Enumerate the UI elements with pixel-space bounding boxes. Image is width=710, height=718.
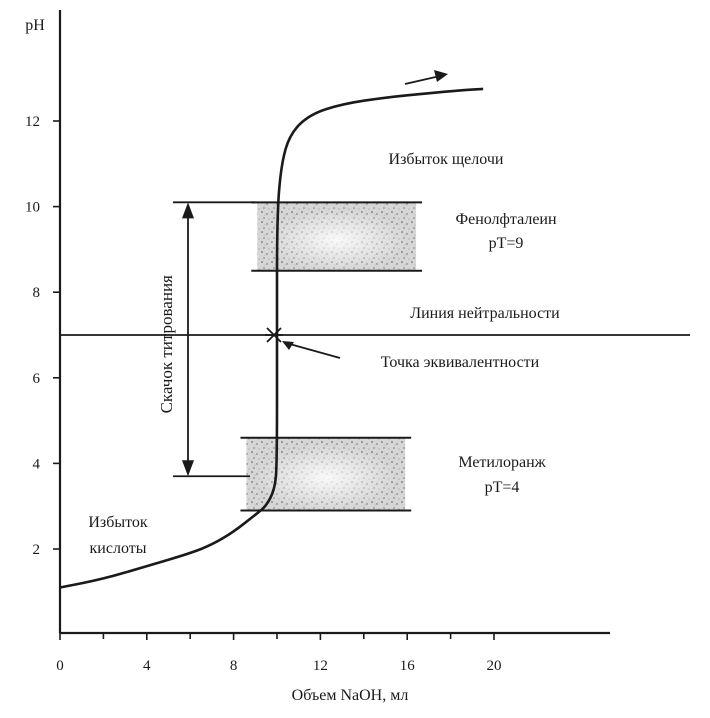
y-axis-title: pH — [25, 17, 45, 34]
x-tick-label-12: 12 — [313, 658, 328, 674]
direction-arrow-head — [434, 70, 448, 82]
x-tick-label-20: 20 — [487, 658, 502, 674]
methyl-orange-label: Метилоранж — [458, 454, 546, 471]
indicator-band-highlight-1 — [246, 437, 406, 511]
direction-arrow-shaft — [404, 75, 441, 85]
phenolphthalein-label: Фенолфталеин — [455, 211, 557, 228]
jump-arrow-head-top — [182, 202, 194, 219]
phenolphthalein-pt-label: pT=9 — [489, 235, 524, 252]
excess-acid-label-line2: кислоты — [90, 540, 147, 557]
titration-curve — [59, 87, 484, 589]
equivalence-point-label: Точка эквивалентности — [381, 354, 540, 371]
y-tick-label-2: 2 — [33, 542, 41, 558]
indicator-band-highlight-0 — [257, 202, 417, 271]
x-tick-label-8: 8 — [230, 658, 238, 674]
y-tick-label-6: 6 — [33, 371, 41, 387]
x-axis-title: Объем NaOH, мл — [292, 687, 409, 704]
equivalence-pointer-line — [285, 342, 341, 359]
jump-arrow-head-bottom — [182, 460, 194, 477]
x-tick-label-16: 16 — [400, 658, 416, 674]
equivalence-point-marker — [265, 327, 283, 343]
y-tick-label-8: 8 — [33, 285, 41, 301]
y-tick-label-10: 10 — [25, 200, 40, 216]
x-tick-label-0: 0 — [56, 658, 64, 674]
x-tick-label-4: 4 — [143, 658, 151, 674]
y-tick-label-4: 4 — [33, 456, 41, 472]
equivalence-pointer-head — [282, 341, 294, 350]
neutrality-line-label: Линия нейтральности — [410, 305, 560, 322]
excess-alkali-label: Избыток щелочи — [389, 151, 504, 168]
y-tick-label-12: 12 — [25, 114, 40, 130]
titration-jump-label: Скачок титрования — [157, 275, 176, 413]
excess-acid-label-line1: Избыток — [88, 514, 148, 531]
methyl-orange-pt-label: pT=4 — [485, 479, 520, 496]
